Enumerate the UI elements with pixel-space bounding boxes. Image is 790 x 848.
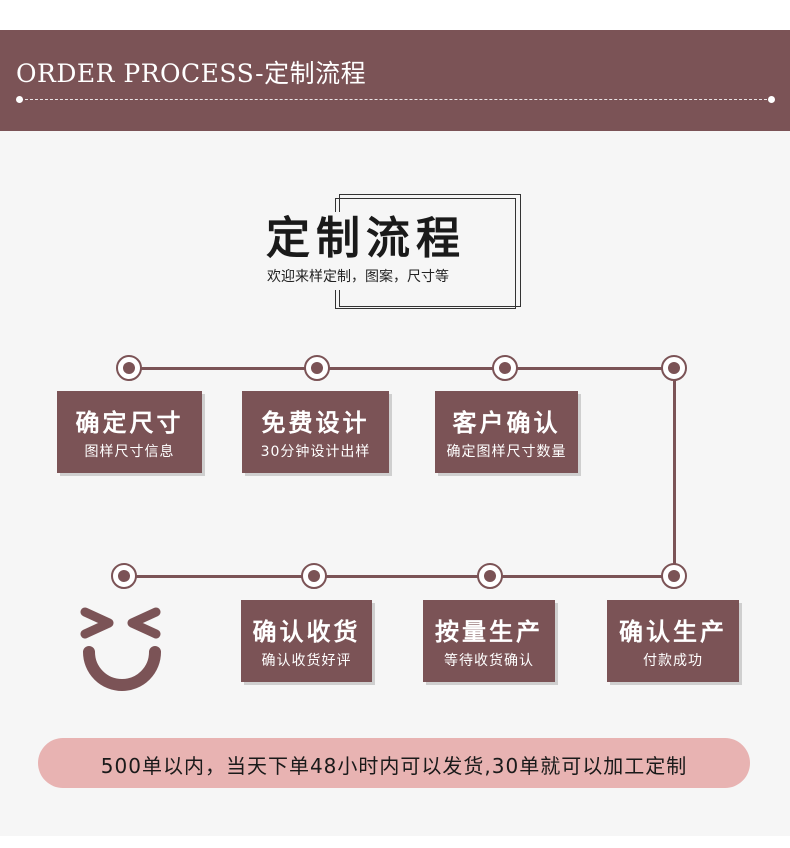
step-card-mass-production: 按量生产 等待收货确认 [423,600,555,682]
heading-title: 定制流程 [266,213,466,264]
step-card-confirm-receipt: 确认收货 确认收货好评 [241,600,372,682]
step-card-client-confirm: 客户确认 确定图样尺寸数量 [435,391,578,473]
step-node-4 [661,355,687,381]
top-margin [0,0,790,30]
step-title: 确认生产 [619,618,727,646]
step-node-end [111,563,137,589]
step-card-confirm-production: 确认生产 付款成功 [607,600,739,682]
timeline-line-right [673,368,676,576]
step-subtitle: 确定图样尺寸数量 [446,444,567,460]
step-subtitle: 30分钟设计出样 [260,444,371,460]
step-node-3 [492,355,518,381]
banner-text: 500单以内，当天下单48小时内可以发货,30单就可以加工定制 [100,754,688,778]
step-title: 确定尺寸 [75,409,184,437]
bottom-margin [0,836,790,848]
step-title: 确认收货 [252,618,361,646]
step-subtitle: 等待收货确认 [444,653,534,669]
step-title: 客户确认 [452,409,561,437]
step-card-confirm-size: 确定尺寸 图样尺寸信息 [57,391,202,473]
step-node-7 [301,563,327,589]
step-title: 免费设计 [261,409,370,437]
timeline-line-top [129,367,675,370]
step-node-1 [116,355,142,381]
heading-backdrop [262,212,477,290]
shipping-info-banner: 500单以内，当天下单48小时内可以发货,30单就可以加工定制 [38,738,750,788]
header-bar: ORDER PROCESS-定制流程 [0,30,790,131]
header-title: ORDER PROCESS-定制流程 [16,59,367,88]
timeline-line-bottom [124,575,675,578]
step-subtitle: 确认收货好评 [261,653,352,669]
step-node-2 [304,355,330,381]
step-subtitle: 图样尺寸信息 [84,444,175,460]
divider-dot-right [768,96,775,103]
smiley-face-icon [80,607,161,691]
step-node-5 [661,563,687,589]
step-card-free-design: 免费设计 30分钟设计出样 [242,391,389,473]
header-divider [20,99,772,100]
heading-subtitle: 欢迎来样定制，图案，尺寸等 [267,269,449,285]
step-node-6 [477,563,503,589]
divider-dot-left [16,96,23,103]
step-title: 按量生产 [435,618,543,646]
step-subtitle: 付款成功 [643,653,703,669]
